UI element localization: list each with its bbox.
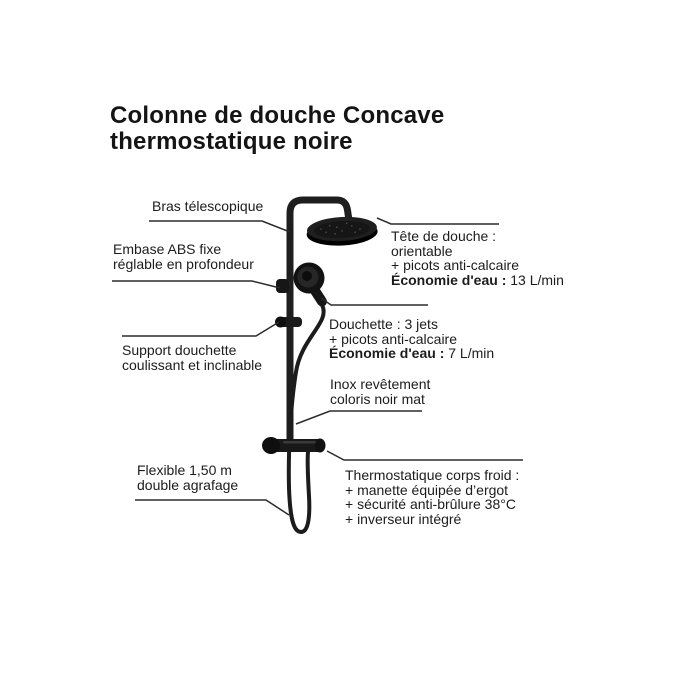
label-line: + picots anti-calcaire: [391, 257, 520, 273]
label-line: orientable: [391, 242, 453, 259]
label-line: Embase ABS fixe: [113, 241, 222, 257]
anti-limescale-dots: [320, 222, 361, 235]
label-line: double agrafage: [137, 476, 239, 493]
label-line: + sécurité anti-brûlure 38°C: [345, 496, 516, 512]
label-support-douchette: Support douchette coulissant et inclinab…: [122, 343, 262, 372]
label-bras-telescopique: Bras télescopique: [152, 199, 263, 214]
eco-label: Économie d'eau :: [391, 271, 507, 288]
embase-mount: [276, 279, 289, 293]
label-thermostatique: Thermostatique corps froid : + manette é…: [345, 468, 519, 526]
label-line: + picots anti-calcaire: [329, 330, 458, 347]
label-inox-revetement: Inox revêtement coloris noir mat: [330, 377, 430, 406]
leader-line-thermo: [326, 450, 523, 461]
hand-shower-hose: [286, 303, 326, 535]
label-line: Support douchette: [122, 342, 237, 358]
label-line: coulissant et inclinable: [122, 356, 263, 373]
label-douchette: Douchette : 3 jets + picots anti-calcair…: [329, 317, 494, 361]
label-line: Thermostatique corps froid :: [345, 467, 520, 483]
label-line: Économie d'eau : 13 L/min: [391, 271, 564, 288]
shower-column-illustration: [262, 196, 378, 535]
label-line: Bras télescopique: [152, 198, 264, 214]
thermostatic-valve: [262, 437, 326, 454]
eco-value: 13 L/min: [506, 271, 564, 288]
leader-line-inox: [295, 410, 422, 425]
label-line: + manette équipée d’ergot: [345, 481, 509, 498]
page-title-line1: Colonne de douche Concave: [110, 102, 445, 129]
label-line: Flexible 1,50 m: [137, 462, 232, 478]
page-title-line2: thermostatique noire: [110, 128, 353, 155]
slider-bracket: [275, 316, 302, 328]
leader-line-douchette: [320, 297, 428, 306]
leader-line-embase: [112, 280, 281, 289]
label-embase-abs: Embase ABS fixe réglable en profondeur: [113, 242, 254, 271]
page-title: Colonne de douche Concave thermostatique…: [110, 103, 444, 155]
leader-line-tete: [376, 217, 499, 225]
hand-shower: [293, 262, 327, 307]
label-line: Inox revêtement: [330, 376, 431, 392]
leader-line-flexible: [135, 499, 290, 516]
leader-line-support: [122, 321, 280, 337]
leader-line-bras: [149, 220, 291, 233]
label-line: Tête de douche :: [391, 228, 497, 244]
label-line: + inverseur intégré: [345, 510, 462, 527]
eco-value: 7 L/min: [444, 345, 495, 361]
label-flexible: Flexible 1,50 m double agrafage: [137, 463, 238, 492]
label-line: Économie d'eau : 7 L/min: [329, 346, 494, 361]
label-line: Douchette : 3 jets: [329, 316, 438, 332]
label-line: réglable en profondeur: [113, 255, 254, 272]
label-tete-de-douche: Tête de douche : orientable + picots ant…: [391, 229, 564, 287]
label-line: coloris noir mat: [330, 390, 425, 407]
shower-head: [306, 216, 378, 246]
column-pipe: [286, 196, 352, 452]
eco-label: Économie d'eau :: [329, 345, 445, 361]
